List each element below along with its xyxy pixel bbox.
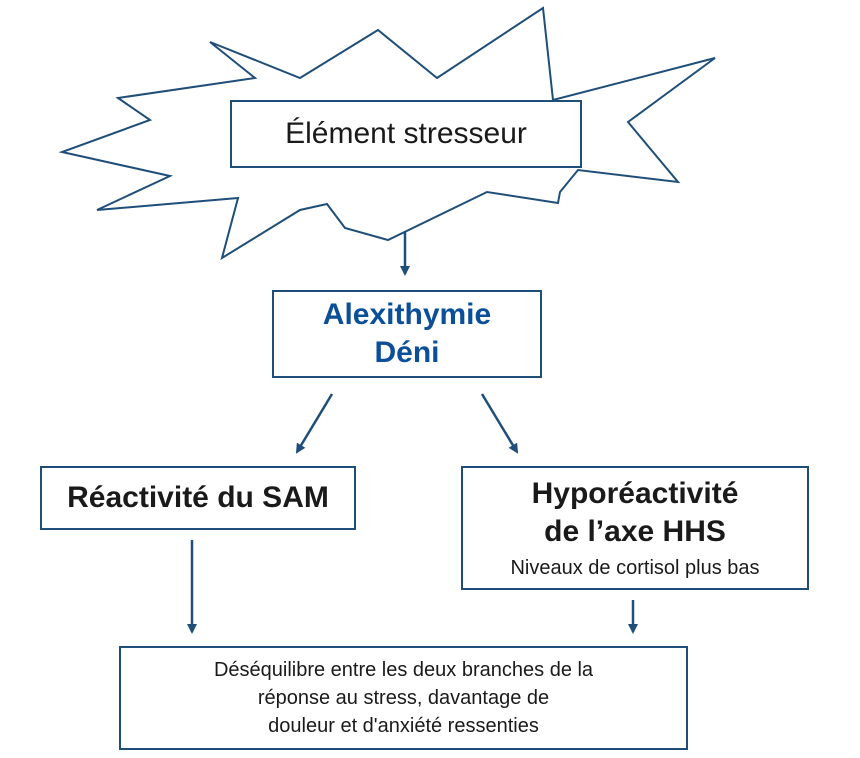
hhs-title-line1: Hyporéactivité: [531, 477, 739, 510]
mediator-alexithymia-label: Alexithymie: [322, 298, 492, 331]
outcome-box: Déséquilibre entre les deux branches de …: [119, 646, 688, 750]
mediator-denial-label: Déni: [374, 336, 440, 369]
stressor-label: Élément stresseur: [285, 117, 527, 150]
outcome-line3: douleur et d'anxiété ressenties: [268, 715, 539, 737]
outcome-line2: réponse au stress, davantage de: [257, 687, 550, 709]
sam-reactivity-box: Réactivité du SAM: [40, 466, 356, 530]
hhs-hyporeactivity-box: Hyporéactivité de l’axe HHS Niveaux de c…: [461, 466, 809, 590]
mediator-box: Alexithymie Déni: [272, 290, 542, 378]
cortisol-note: Niveaux de cortisol plus bas: [510, 557, 760, 579]
arrow-mediator-to-right: [480, 393, 519, 454]
outcome-line1: Déséquilibre entre les deux branches de …: [213, 659, 594, 681]
sam-reactivity-label: Réactivité du SAM: [67, 481, 329, 514]
stressor-box: Élément stresseur: [230, 100, 582, 168]
hhs-title-line2: de l’axe HHS: [544, 515, 726, 548]
arrow-mediator-to-left: [295, 393, 334, 454]
